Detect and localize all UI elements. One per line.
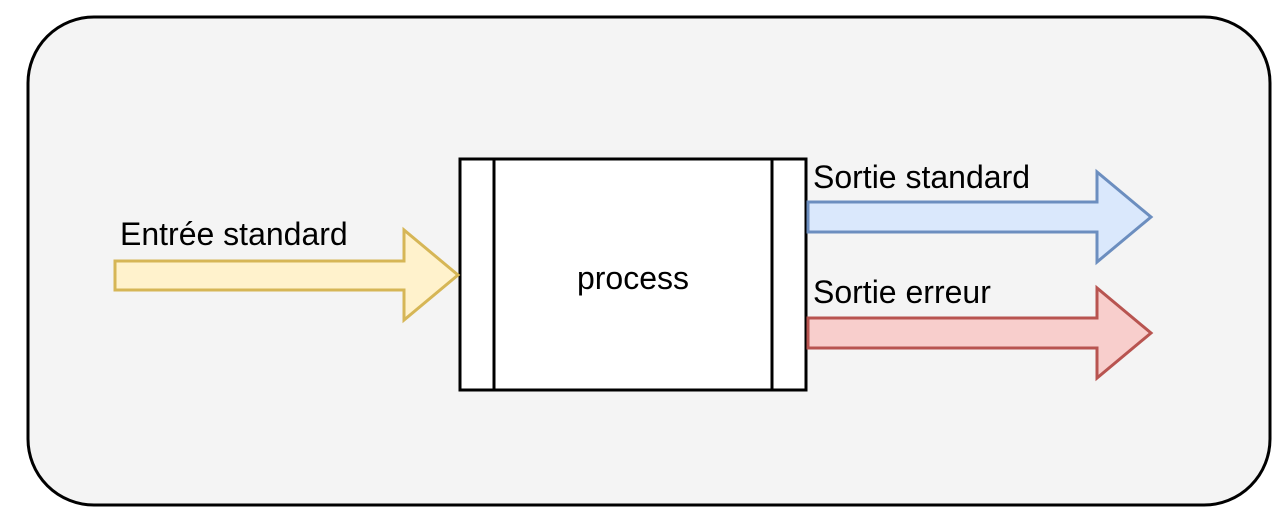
input-arrow-shape bbox=[113, 226, 461, 324]
stderr-arrow-shape bbox=[806, 284, 1154, 382]
stderr-label: Sortie erreur bbox=[813, 274, 991, 310]
stdout-label: Sortie standard bbox=[813, 159, 1030, 195]
stdout-arrow: Sortie standard bbox=[806, 159, 1154, 266]
stderr-arrow: Sortie erreur bbox=[806, 274, 1154, 382]
process-label: process bbox=[577, 260, 689, 296]
input-label: Entrée standard bbox=[120, 216, 348, 252]
process-box-body bbox=[458, 157, 808, 392]
stdout-arrow-shape bbox=[806, 168, 1154, 266]
input-arrow: Entrée standard bbox=[113, 216, 461, 324]
process-box: process bbox=[458, 157, 808, 392]
